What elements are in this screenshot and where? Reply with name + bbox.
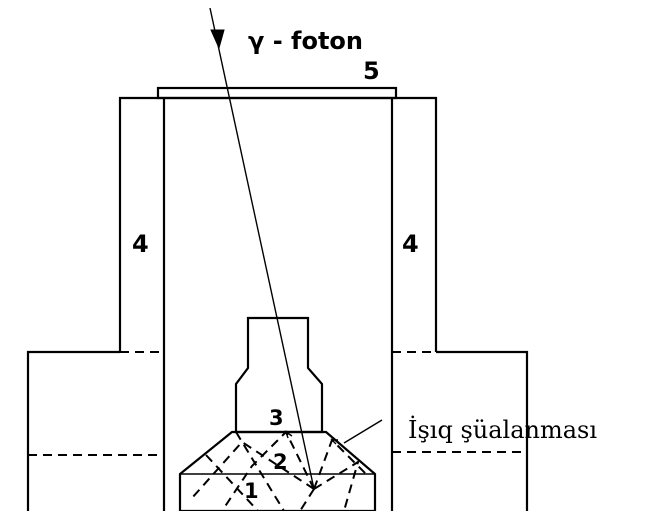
light-arrow-2 (330, 439, 338, 445)
light-arrow-1 (284, 430, 293, 439)
label-4-left: 4 (132, 230, 149, 258)
label-3: 3 (269, 406, 284, 430)
emission-leader-line (343, 419, 383, 444)
label-2: 2 (273, 450, 288, 474)
label-1: 1 (244, 479, 259, 503)
light-emission-label: İşıq şüalanması (408, 415, 597, 444)
label-4-right: 4 (402, 230, 419, 258)
gamma-arrowhead (210, 29, 225, 50)
entrance-window (156, 86, 398, 100)
outer-housing-upper (118, 96, 438, 352)
gamma-photon-label: γ - foton (248, 27, 363, 55)
label-5: 5 (363, 57, 380, 85)
gamma-photon-ray (209, 7, 315, 490)
lower-housing-left (26, 350, 120, 511)
lower-housing-right (436, 350, 529, 511)
